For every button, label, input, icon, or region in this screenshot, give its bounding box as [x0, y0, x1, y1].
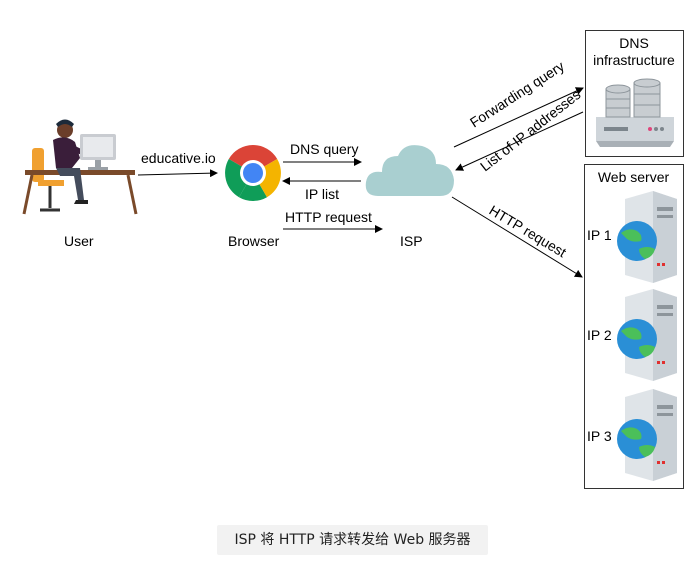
http-request-isp-label: HTTP request — [486, 202, 569, 261]
browser-label: Browser — [228, 233, 280, 249]
arrow-list-of-ip — [455, 111, 584, 171]
cloud-icon — [365, 145, 454, 196]
arrow-http-request-isp — [451, 196, 583, 278]
ip-list-label: IP list — [305, 186, 339, 202]
globe-icon — [617, 419, 657, 459]
ip1-label: IP 1 — [587, 227, 612, 243]
globe-icon — [617, 221, 657, 261]
ip2-label: IP 2 — [587, 327, 612, 343]
web-server-icon — [617, 191, 677, 283]
user-label: User — [64, 233, 94, 249]
web-server-icon — [617, 289, 677, 381]
isp-label: ISP — [400, 233, 423, 249]
user-at-desk-icon — [22, 119, 138, 215]
database-server-icon — [596, 78, 674, 147]
dns-title-line1: DNS — [619, 35, 649, 51]
dns-title-line2: infrastructure — [593, 52, 675, 68]
arrow-user-to-browser — [137, 169, 218, 178]
dns-infrastructure-box: DNS infrastructure — [585, 30, 684, 157]
http-request-browser-label: HTTP request — [285, 209, 372, 225]
ip3-label: IP 3 — [587, 428, 612, 444]
figure-caption: ISP 将 HTTP 请求转发给 Web 服务器 — [217, 525, 488, 555]
globe-icon — [617, 319, 657, 359]
web-server-icon — [617, 389, 677, 481]
dns-query-label: DNS query — [290, 141, 359, 157]
web-server-box: Web server IP 1 IP 2 IP 3 — [584, 164, 684, 489]
url-label: educative.io — [141, 150, 216, 166]
web-server-title: Web server — [597, 169, 670, 185]
arrow-forwarding-query — [453, 87, 584, 148]
chrome-browser-icon — [225, 145, 281, 201]
